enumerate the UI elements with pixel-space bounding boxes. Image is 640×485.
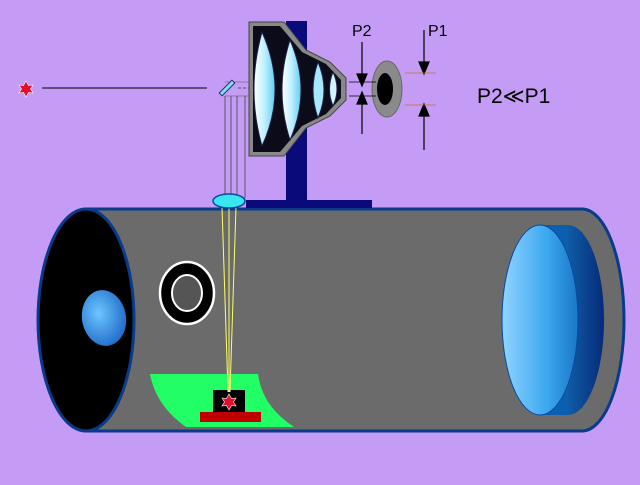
side-port	[158, 260, 216, 326]
relation-label: P2≪P1	[477, 85, 550, 108]
field-lens	[212, 193, 246, 209]
p2-dimension	[349, 42, 376, 134]
star-icon	[221, 393, 237, 411]
p1-dimension	[405, 30, 436, 150]
p1-label: P1	[428, 23, 448, 40]
objective-lens	[248, 21, 347, 157]
converging-rays	[221, 206, 237, 393]
plate-base	[200, 412, 261, 422]
aperture	[371, 60, 403, 118]
secondary-mirror	[81, 290, 127, 346]
star-icon	[18, 80, 34, 98]
p2-label: P2	[352, 23, 372, 40]
primary-mirror	[501, 224, 604, 416]
diagonal-mirror	[218, 79, 236, 97]
